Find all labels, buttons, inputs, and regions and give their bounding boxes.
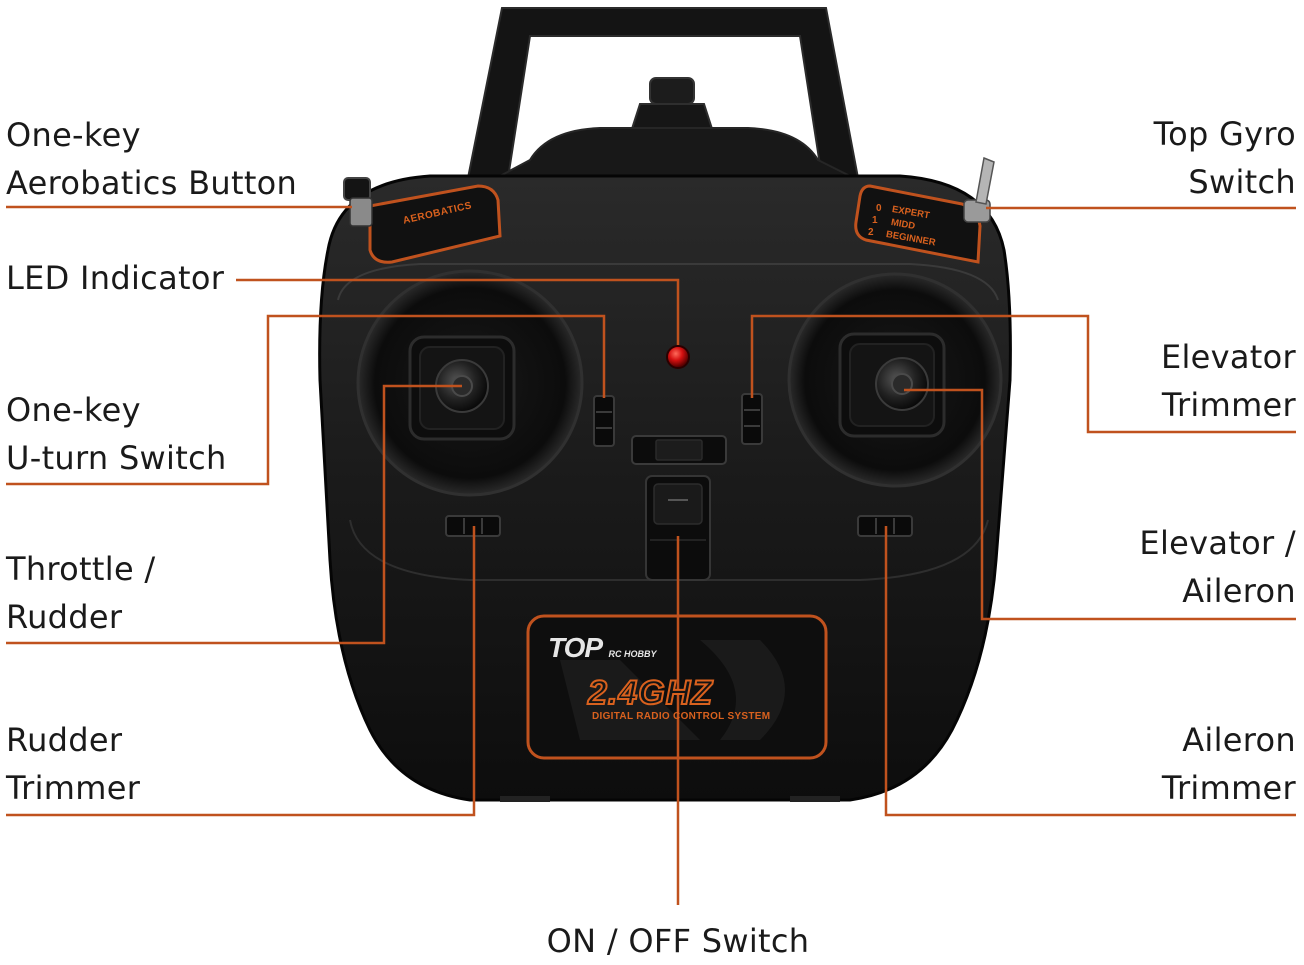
- label-throttle-rudder: Throttle / Rudder: [6, 550, 156, 636]
- label-led-indicator: LED Indicator: [6, 259, 225, 297]
- top-shoulder: [499, 127, 851, 177]
- right-gimbal: [787, 272, 1003, 488]
- frequency-label: 2.4GHZ: [587, 673, 714, 713]
- label-aileron-trimmer: Aileron Trimmer: [1161, 721, 1296, 807]
- mode-number-1: 1: [872, 215, 878, 226]
- label-aerobatics-button: One-key Aerobatics Button: [6, 116, 298, 202]
- label-elevator-aileron: Elevator / Aileron: [1139, 524, 1296, 610]
- label-elevator-trimmer: Elevator Trimmer: [1160, 338, 1296, 424]
- left-gimbal: [356, 269, 584, 497]
- right-vertical-trim: [741, 393, 763, 445]
- label-gyro-switch: Top Gyro Switch: [1153, 115, 1296, 201]
- label-power-switch: ON / OFF Switch: [546, 922, 810, 960]
- leader-lines: [6, 205, 1296, 905]
- left-vertical-trim: [593, 395, 615, 447]
- label-uturn-switch: One-key U-turn Switch: [6, 391, 227, 477]
- antenna-knob: [628, 77, 716, 136]
- brand-logo: TOP RC HOBBY: [548, 632, 657, 664]
- brand-name: TOP: [548, 632, 603, 663]
- gyro-toggle: [963, 156, 995, 223]
- label-rudder-trimmer: Rudder Trimmer: [6, 721, 141, 807]
- mode-number-2: 2: [868, 227, 874, 238]
- mode-number-0: 0: [876, 203, 882, 214]
- center-toggle-button: [631, 435, 727, 465]
- aerobatics-switch: [343, 177, 373, 227]
- brand-subtitle: RC HOBBY: [608, 649, 657, 659]
- led-light: [666, 345, 690, 369]
- system-label: DIGITAL RADIO CONTROL SYSTEM: [592, 711, 771, 722]
